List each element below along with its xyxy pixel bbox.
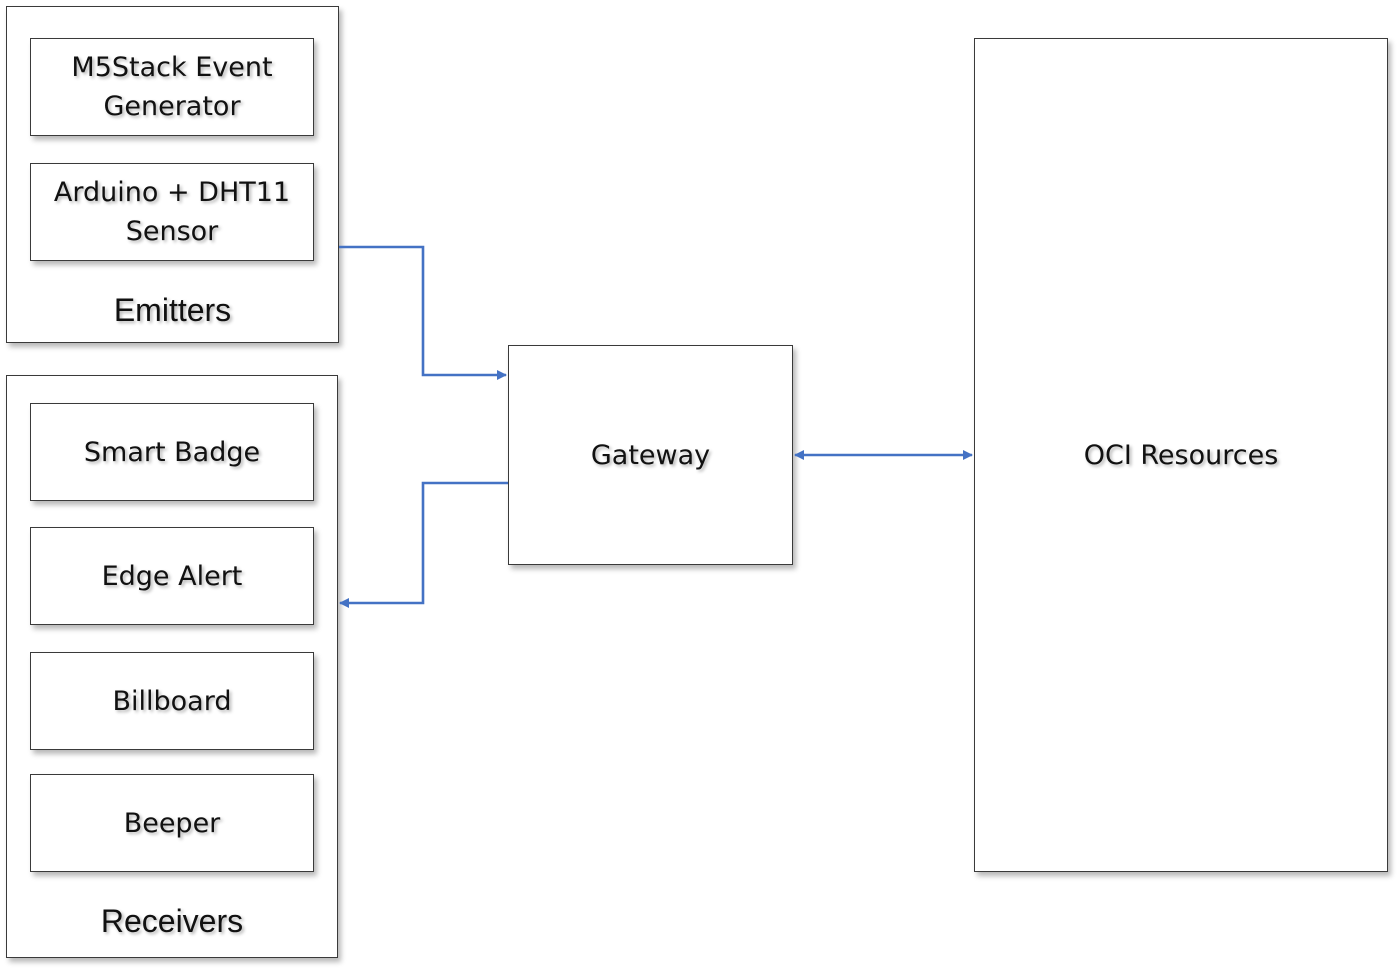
oci-resources-label: OCI Resources	[1083, 439, 1279, 471]
emitter-m5stack-event-generator: M5Stack Event Generator	[30, 38, 314, 136]
receiver-smart-badge-label: Smart Badge	[83, 436, 261, 468]
emitter-m5stack-label: M5Stack Event Generator	[71, 52, 273, 122]
emitter-arduino-label: Arduino + DHT11 Sensor	[53, 177, 291, 247]
emitters-group-label: Emitters	[113, 292, 232, 328]
receiver-beeper-label: Beeper	[123, 807, 221, 839]
gateway-label: Gateway	[590, 439, 711, 471]
gateway-box: Gateway	[508, 345, 793, 565]
receiver-beeper: Beeper	[30, 774, 314, 872]
emitters-to-gateway-arrow	[339, 245, 507, 380]
receiver-billboard: Billboard	[30, 652, 314, 750]
receiver-edge-alert: Edge Alert	[30, 527, 314, 625]
oci-resources-box: OCI Resources	[974, 38, 1388, 872]
receiver-billboard-label: Billboard	[112, 685, 232, 717]
receiver-smart-badge: Smart Badge	[30, 403, 314, 501]
gateway-to-receivers-arrow	[339, 481, 508, 608]
receivers-group-label: Receivers	[100, 903, 244, 939]
receivers-group: Smart Badge Edge Alert Billboard Beeper …	[6, 375, 338, 958]
receiver-edge-alert-label: Edge Alert	[101, 560, 243, 592]
emitters-group: M5Stack Event Generator Arduino + DHT11 …	[6, 6, 339, 343]
emitter-arduino-dht11-sensor: Arduino + DHT11 Sensor	[30, 163, 314, 261]
